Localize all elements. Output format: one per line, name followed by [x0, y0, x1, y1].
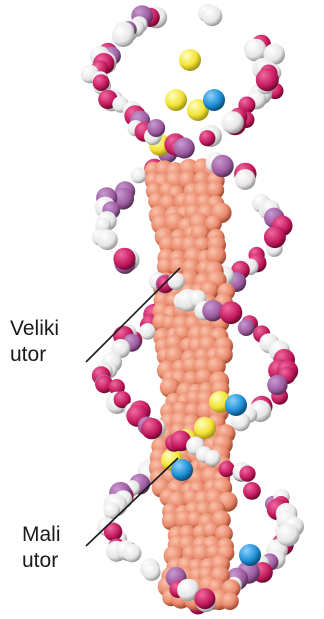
backbone-atom: [168, 273, 185, 290]
backbone-atom: [203, 89, 225, 111]
backbone-atom: [123, 544, 141, 562]
backbone-atom: [220, 301, 243, 324]
backbone-atom: [141, 418, 162, 439]
backbone-atom: [211, 155, 233, 177]
minor-groove-label: Mali utor: [22, 522, 61, 574]
backbone-atom: [256, 68, 279, 91]
backbone-atom: [97, 229, 118, 250]
backbone-atom: [165, 89, 187, 111]
backbone-atom: [235, 169, 256, 190]
major-groove-label-line1: Veliki: [10, 316, 59, 342]
backbone-atom: [194, 588, 215, 609]
backbone-atom: [225, 394, 247, 416]
backbone-atom: [267, 375, 287, 395]
backbone-atom: [221, 111, 243, 133]
backbone-atom: [93, 74, 110, 91]
backbone-atom: [113, 248, 135, 270]
backbone-atom: [147, 119, 165, 137]
backbone-atom: [194, 417, 216, 439]
backbone-atom: [205, 450, 221, 466]
backbone-atom: [239, 544, 261, 566]
backbone-atom: [174, 137, 195, 158]
backbone-atom: [143, 563, 161, 581]
minor-groove-label-line2: utor: [22, 548, 61, 574]
backbone-atom: [131, 167, 147, 183]
base-atom: [221, 592, 239, 610]
backbone-atom: [277, 523, 300, 546]
backbone-atom: [199, 130, 215, 146]
backbone-atom: [179, 49, 201, 71]
backbone-atom: [238, 319, 255, 336]
backbone-atom: [112, 24, 135, 47]
backbone-atom: [264, 226, 286, 248]
major-groove-label-line2: utor: [10, 342, 59, 368]
backbone-atom: [219, 461, 235, 477]
backbone-atom: [243, 482, 261, 500]
backbone-atom: [239, 466, 255, 482]
backbone-atom: [202, 6, 222, 26]
minor-groove-label-line1: Mali: [22, 522, 61, 548]
backbone-atom: [244, 39, 267, 62]
major-groove-label: Veliki utor: [10, 316, 59, 368]
